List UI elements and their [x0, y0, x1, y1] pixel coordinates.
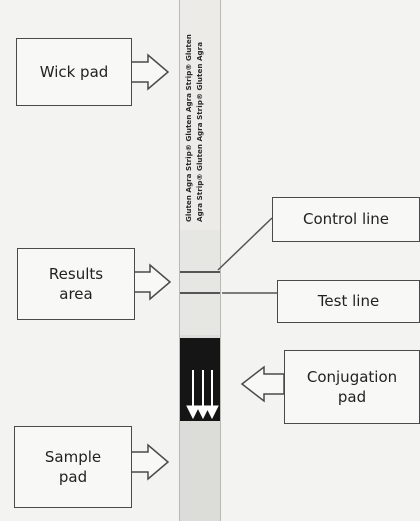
- control-line-label-box: Control line: [272, 197, 420, 242]
- results-area-label-line2: area: [59, 285, 93, 303]
- control-line-connector: [217, 217, 273, 271]
- results-zone: [180, 230, 220, 335]
- test-line-label: Test line: [317, 292, 380, 311]
- sample-pad-label-line1: Sample: [44, 447, 102, 466]
- conjugation-pad-label-line1: Conjugation: [306, 367, 398, 386]
- results-area-label-line1: Results: [48, 264, 104, 283]
- sample-pad-label-line2: pad: [58, 468, 88, 486]
- results-area-arrow: [133, 263, 172, 301]
- wick-pad-label-box: Wick pad: [16, 38, 132, 106]
- flow-direction-arrows: [186, 370, 219, 420]
- test-line-label-box: Test line: [277, 280, 420, 323]
- control-line-label: Control line: [302, 210, 390, 229]
- wick-pad-arrow: [130, 53, 170, 91]
- sample-pad-label-box: Sample pad: [14, 426, 132, 508]
- control-line-mark: [180, 271, 220, 273]
- wick-pad-label: Wick pad: [39, 62, 109, 81]
- results-area-label-box: Results area: [17, 248, 135, 320]
- conjugation-pad-label-box: Conjugation pad: [284, 350, 420, 424]
- strip-label-zone: [179, 0, 221, 230]
- conjugation-pad-arrow: [240, 365, 285, 403]
- conjugation-pad-label-line2: pad: [337, 388, 367, 406]
- sample-pad-zone: [180, 421, 220, 521]
- sample-pad-arrow: [130, 443, 170, 481]
- test-line-mark: [180, 292, 220, 294]
